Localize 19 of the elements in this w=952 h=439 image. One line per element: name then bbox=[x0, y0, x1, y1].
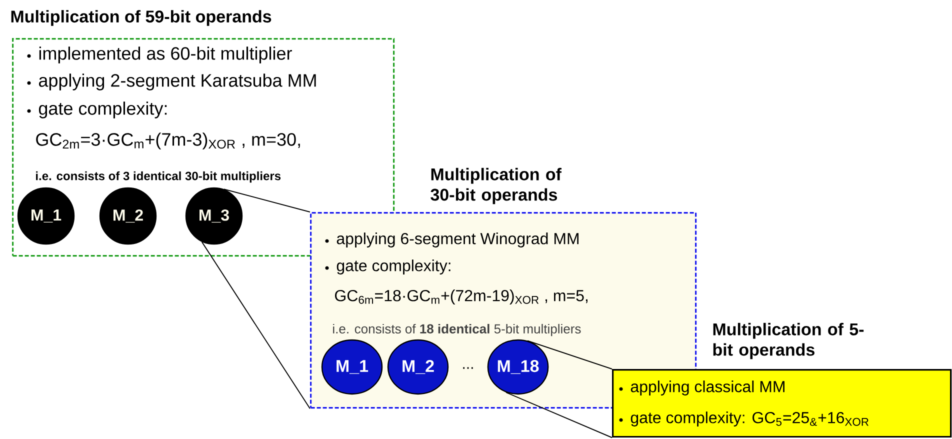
text-line: gate complexity: GC$_{5}$=25$_{&}$+16$_{XOR}$ bbox=[630, 412, 868, 426]
text-line: i.e. consists of 3 identical 30-bit multipliers bbox=[36, 171, 281, 183]
zoom-line bbox=[201, 241, 310, 410]
text-line: gate complexity: bbox=[38, 102, 167, 118]
heading: Multiplication of 30-bit operands bbox=[430, 168, 562, 204]
heading: Multiplication of 5-bit operands bbox=[713, 322, 864, 360]
ellipsis: ... bbox=[463, 367, 473, 369]
text-line: applying 6-segment Winograd MM bbox=[336, 232, 578, 248]
text-line: gate complexity: bbox=[336, 260, 450, 274]
zoom-line bbox=[223, 188, 310, 212]
text-line: i.e. consists of 18 identical 5-bit multipliers bbox=[333, 324, 581, 336]
text-line: applying 2-segment Karatsuba MM bbox=[38, 74, 316, 90]
text-line: applying classical MM bbox=[630, 380, 784, 396]
text-line: GC$_{2m}$=3·GC$_{m}$+(7m-3)$_{XOR}$ , m=30, bbox=[36, 132, 300, 150]
zoom-line bbox=[527, 340, 612, 370]
heading: Multiplication of 59-bit operands bbox=[11, 10, 272, 26]
zoom-line bbox=[506, 392, 612, 438]
text-line: GC$_{6m}$=18·GC$_{m}$+(72m-19)$_{XOR}$ , m=5, bbox=[335, 290, 588, 304]
text-line: implemented as 60-bit multiplier bbox=[39, 46, 292, 64]
